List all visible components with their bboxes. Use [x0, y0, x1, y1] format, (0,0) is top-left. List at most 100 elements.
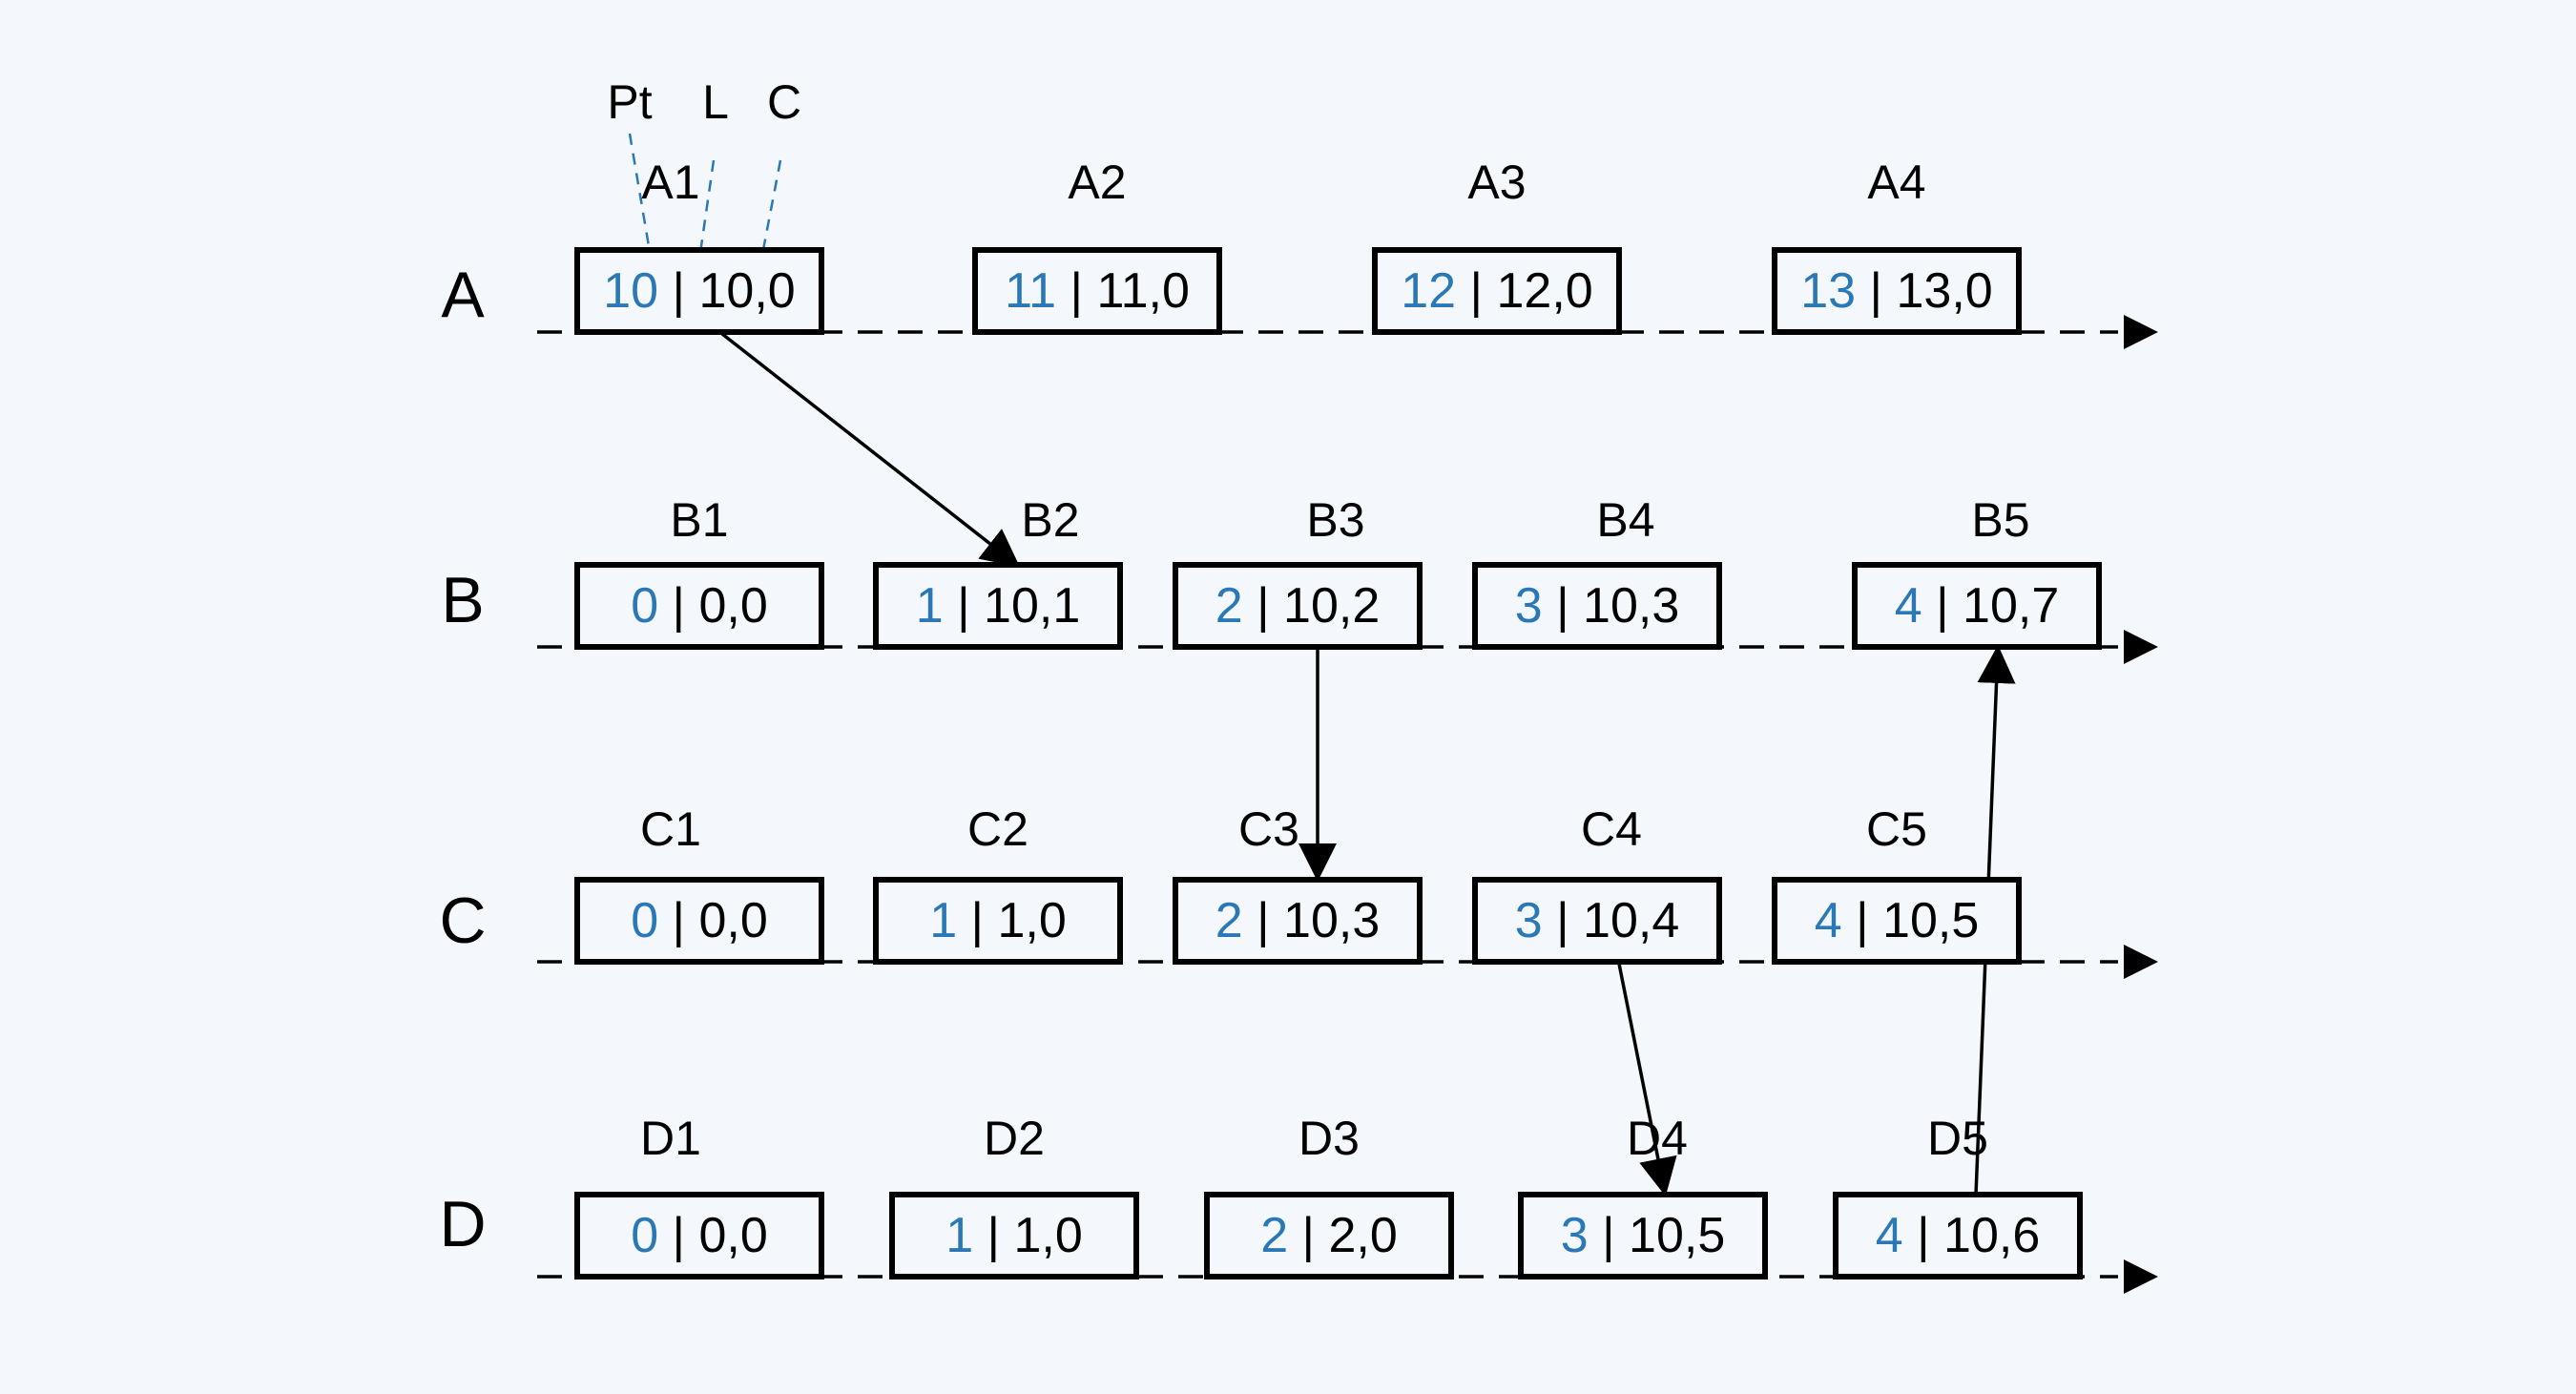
node-box: [574, 1192, 824, 1280]
node-pt-value: 2: [1260, 1208, 1288, 1263]
node-pt-value: 13: [1800, 263, 1856, 319]
node-name-label: D1: [640, 1112, 701, 1165]
node-lc-value: 10,1: [984, 578, 1080, 634]
legend-l-label: L: [702, 75, 729, 129]
node-name-label: C1: [640, 802, 701, 856]
node-b5: B54 | 10,7: [1852, 493, 2102, 650]
node-pt-value: 0: [631, 893, 658, 948]
node-pt-value: 4: [1876, 1208, 1903, 1263]
node-c1: C10 | 0,0: [574, 802, 824, 965]
node-c4: C4 3 | 10,4: [1472, 802, 1722, 965]
node-separator: |: [1543, 893, 1583, 948]
node-value: 4 | 10,7: [1895, 578, 2060, 634]
node-box: [873, 877, 1123, 965]
node-lc-value: 10,0: [699, 263, 796, 319]
node-lc-value: 2,0: [1329, 1208, 1398, 1263]
node-box: [574, 562, 824, 650]
node-d1: D1 0 | 0,0: [574, 1112, 824, 1280]
node-separator: |: [1903, 1208, 1943, 1263]
node-name-label: C5: [1866, 802, 1927, 856]
legend: Pt L C: [607, 75, 801, 260]
timeline-arrowhead-d: [2124, 1259, 2158, 1294]
legend-c-leader: [759, 159, 782, 260]
node-value: 3 | 10,3: [1515, 578, 1680, 634]
timeline-arrowhead-c: [2124, 945, 2158, 979]
node-c5: C5 4 | 10,5: [1772, 802, 2022, 965]
node-pt-value: 0: [631, 578, 658, 634]
legend-c-label: C: [767, 75, 801, 129]
node-value: 13 | 13,0: [1800, 263, 1992, 319]
node-lc-value: 10,6: [1943, 1208, 2040, 1263]
node-separator: |: [1243, 578, 1283, 634]
node-value: 4 | 10,5: [1815, 893, 1980, 948]
node-d4: D43 | 10,5: [1518, 1112, 1768, 1280]
node-pt-value: 10: [603, 263, 658, 319]
node-name-label: B4: [1596, 493, 1654, 547]
messages: [720, 332, 2016, 1196]
node-lc-value: 10,5: [1882, 893, 1979, 948]
node-pt-value: 1: [916, 578, 944, 634]
node-box: [1472, 562, 1722, 650]
message-arrow-a1-to-b2: [720, 332, 1021, 568]
node-box: [873, 562, 1123, 650]
node-name-label: C3: [1238, 802, 1299, 856]
node-lc-value: 10,2: [1283, 578, 1380, 634]
node-name-label: D2: [984, 1112, 1045, 1165]
node-value: 1 | 1,0: [945, 1208, 1083, 1263]
node-pt-value: 2: [1215, 893, 1243, 948]
node-lc-value: 11,0: [1097, 263, 1190, 319]
node-separator: |: [658, 1208, 698, 1263]
node-pt-value: 1: [945, 1208, 973, 1263]
node-value: 0 | 0,0: [631, 1208, 768, 1263]
node-box: [574, 247, 824, 335]
node-pt-value: 11: [1005, 263, 1056, 319]
node-box: [574, 877, 824, 965]
node-value: 2 | 2,0: [1260, 1208, 1398, 1263]
node-b1: B10 | 0,0: [574, 493, 824, 650]
node-lc-value: 10,5: [1629, 1208, 1725, 1263]
node-value: 2 | 10,2: [1215, 578, 1381, 634]
node-box: [1472, 877, 1722, 965]
node-value: 12 | 12,0: [1401, 263, 1592, 319]
node-value: 4 | 10,6: [1876, 1208, 2041, 1263]
node-lc-value: 10,7: [1963, 578, 2059, 634]
node-lc-value: 0,0: [699, 578, 768, 634]
node-b4: B4 3 | 10,3: [1472, 493, 1722, 650]
node-pt-value: 1: [929, 893, 957, 948]
node-value: 1 | 1,0: [929, 893, 1067, 948]
node-lc-value: 1,0: [1014, 1208, 1083, 1263]
node-box: [1204, 1192, 1454, 1280]
node-lc-value: 10,3: [1283, 893, 1380, 948]
node-separator: |: [658, 578, 698, 634]
node-separator: |: [957, 893, 997, 948]
node-value: 2 | 10,3: [1215, 893, 1381, 948]
node-box: [1518, 1192, 1768, 1280]
node-lc-value: 0,0: [699, 893, 768, 948]
node-pt-value: 3: [1561, 1208, 1589, 1263]
node-pt-value: 3: [1515, 893, 1543, 948]
node-pt-value: 3: [1515, 578, 1543, 634]
legend-pt-label: Pt: [607, 75, 652, 129]
node-pt-value: 4: [1815, 893, 1842, 948]
node-name-label: B1: [670, 493, 728, 547]
row-label-b: B: [441, 564, 484, 636]
node-name-label: C4: [1581, 802, 1642, 856]
node-box: [1833, 1192, 2083, 1280]
node-box: [1372, 247, 1622, 335]
node-separator: |: [944, 578, 984, 634]
node-value: 3 | 10,4: [1515, 893, 1680, 948]
node-separator: |: [1243, 893, 1283, 948]
node-separator: |: [1589, 1208, 1629, 1263]
node-lc-value: 13,0: [1897, 263, 1993, 319]
node-name-label: D3: [1298, 1112, 1360, 1165]
row-label-c: C: [439, 884, 486, 957]
node-separator: |: [973, 1208, 1013, 1263]
node-c2: C21 | 1,0: [873, 802, 1123, 965]
node-name-label: B3: [1306, 493, 1364, 547]
